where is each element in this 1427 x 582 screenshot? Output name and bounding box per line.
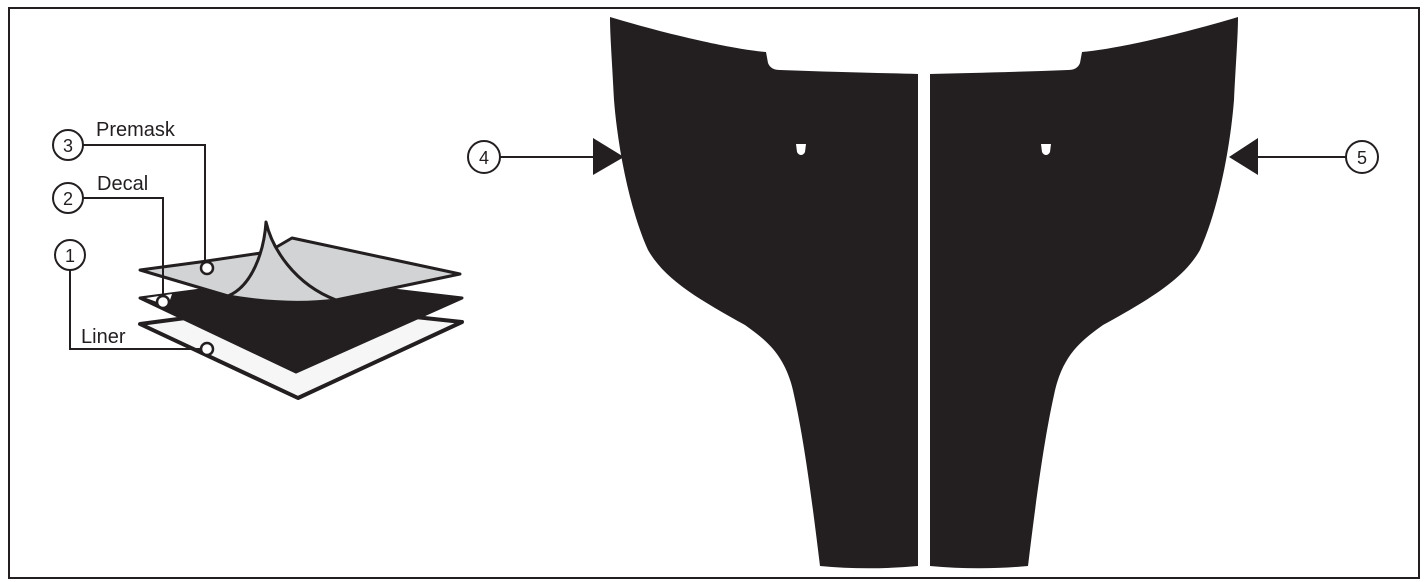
decal-point-marker — [155, 294, 171, 310]
callout-4-arrowhead — [593, 138, 624, 175]
legend-label-liner: Liner — [81, 326, 126, 348]
hood-panel-left — [610, 17, 918, 569]
layer-stack-illustration — [138, 220, 464, 400]
legend-label-premask: Premask — [96, 119, 176, 141]
diagram-border — [8, 7, 1420, 579]
legend-leaders — [69, 144, 207, 350]
hood-panel-right — [930, 17, 1238, 569]
callout-number-4: 4 — [479, 148, 489, 168]
legend-number-1: 1 — [65, 246, 75, 266]
legend-badge-2: 2 — [52, 182, 84, 214]
callout-right-panel: 5 — [1229, 138, 1379, 175]
legend-badge-1: 1 — [54, 239, 86, 271]
premask-peel-curl — [226, 220, 338, 304]
callout-5-arrowhead — [1229, 138, 1258, 175]
liner-point-marker — [199, 341, 215, 357]
premask-point-marker — [199, 260, 215, 276]
legend-number-2: 2 — [63, 189, 73, 209]
hood-marker-right — [1041, 144, 1051, 155]
callout-left-panel: 4 — [467, 138, 624, 175]
leader-decal — [82, 197, 164, 302]
leader-liner — [69, 270, 207, 350]
legend-label-decal: Decal — [97, 173, 148, 195]
leader-premask — [82, 144, 206, 268]
hood-marker-left — [796, 144, 806, 155]
hood-decal — [610, 17, 1238, 569]
legend-badge-3: 3 — [52, 129, 84, 161]
legend-number-3: 3 — [63, 136, 73, 156]
callout-number-5: 5 — [1357, 148, 1367, 168]
